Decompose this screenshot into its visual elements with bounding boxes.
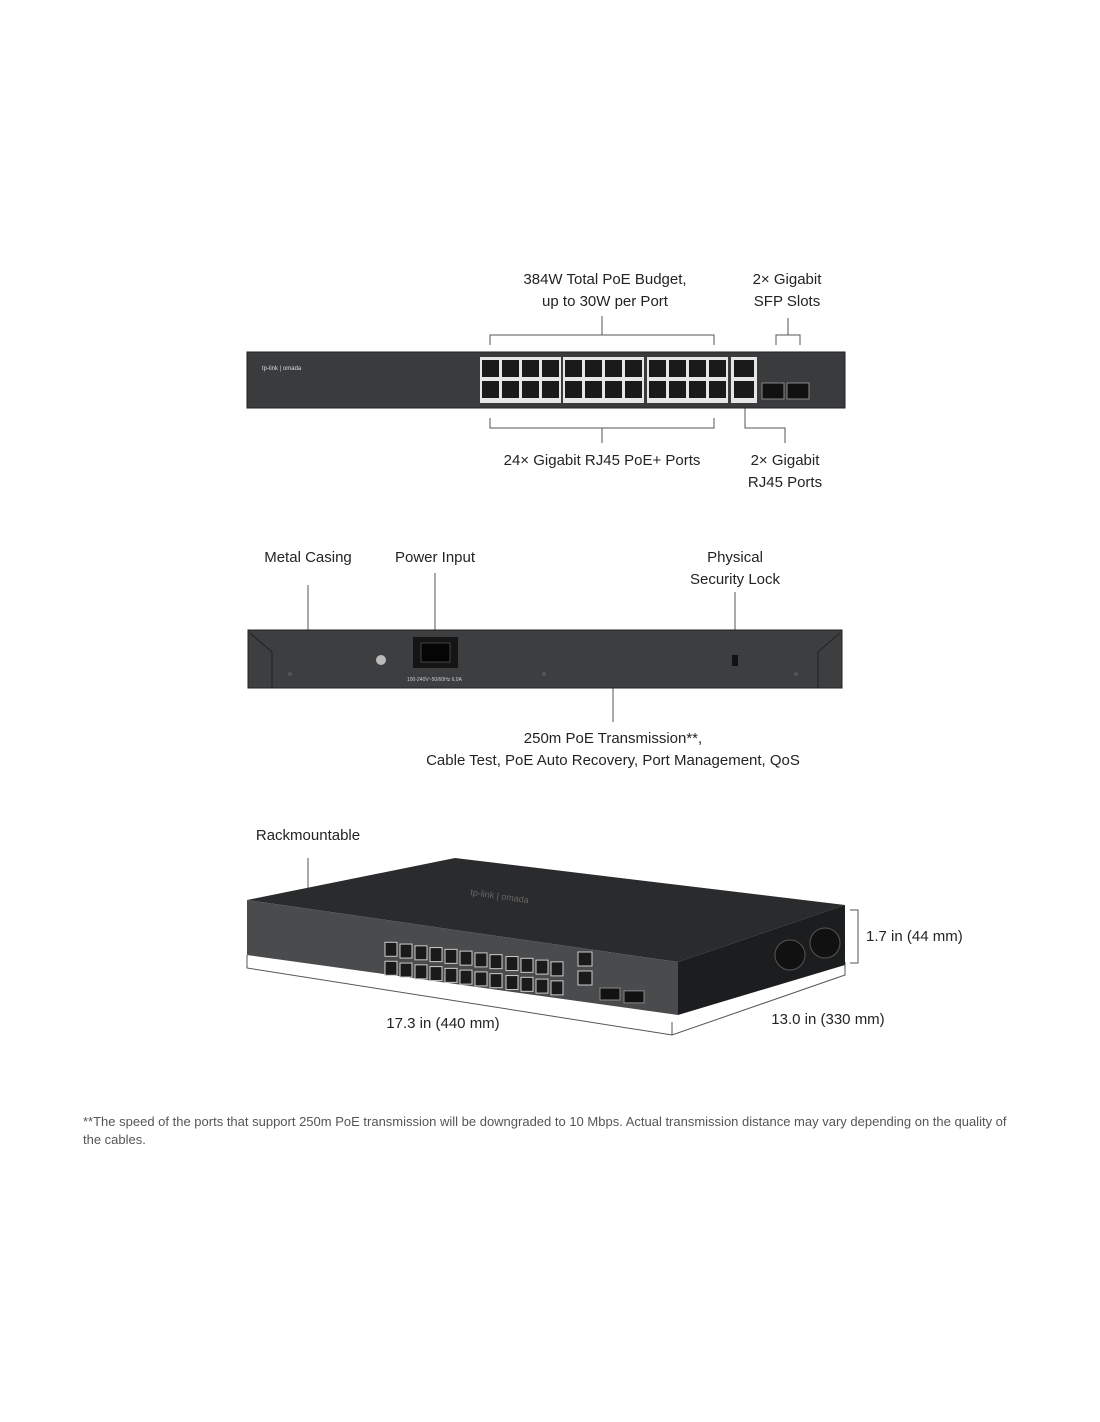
power-input-label: Power Input — [394, 549, 476, 566]
rj45-port — [734, 360, 754, 377]
rj45-poe-port — [585, 381, 602, 398]
poe-budget-label: 384W Total PoE Budget,up to 30W per Port — [523, 271, 687, 310]
rj45-poe-port — [489, 954, 503, 970]
rj45-poe-port — [550, 980, 564, 996]
isometric-switch: tp-link | omada — [247, 858, 845, 1015]
rj45-poe-port — [414, 964, 428, 980]
rj45-poe-port — [482, 360, 499, 377]
rj45-poe-port — [669, 360, 686, 377]
rj45-poe-port — [459, 969, 473, 985]
front-callout-lines — [489, 316, 801, 443]
rj45-poe-port — [689, 360, 706, 377]
rj45-poe-port — [709, 360, 726, 377]
rj45-poe-port — [669, 381, 686, 398]
rj45-poe-port — [482, 381, 499, 398]
rj45-port — [577, 951, 593, 967]
rj45-port — [577, 970, 593, 986]
rj45-poe-port — [605, 381, 622, 398]
svg-text:tp-link | omada: tp-link | omada — [262, 366, 302, 372]
sfp-slot — [786, 382, 810, 400]
sfp-slot — [599, 987, 621, 1001]
rj45-poe-port — [585, 360, 602, 377]
rj45-poe-port — [522, 381, 539, 398]
rj45-poe-port — [542, 360, 559, 377]
depth-dimension: 13.0 in (330 mm) — [771, 1011, 885, 1028]
sfp-slot — [761, 382, 785, 400]
rj45-poe-port — [649, 381, 666, 398]
sfp-slot — [623, 990, 645, 1004]
rj45-poe-port — [384, 960, 398, 976]
rj45-poe-port — [535, 959, 549, 975]
height-dimension: 1.7 in (44 mm) — [866, 928, 963, 945]
rj45-poe-port — [429, 966, 443, 982]
rj45-poe-port — [689, 381, 706, 398]
rj45-poe-port — [384, 941, 398, 957]
rj45-port — [734, 381, 754, 398]
rackmountable-label: Rackmountable — [255, 827, 361, 844]
rj45-poe-port — [459, 950, 473, 966]
iso-dimension-lines — [246, 858, 859, 1036]
rj45-poe-port — [429, 947, 443, 963]
width-dimension: 17.3 in (440 mm) — [386, 1015, 500, 1032]
rj45-poe-port — [502, 360, 519, 377]
rj45-poe-port — [489, 973, 503, 989]
rj45-poe-port — [505, 956, 519, 972]
rj45-poe-port — [649, 360, 666, 377]
rj45-poe-port — [625, 381, 642, 398]
rj45-poe-port — [502, 381, 519, 398]
rj45-poe-port — [535, 978, 549, 994]
rj45-poe-port — [399, 962, 413, 978]
security-lock-slot — [732, 655, 738, 666]
rj45-poe-port — [520, 976, 534, 992]
rj45-poe-port — [542, 381, 559, 398]
ground-icon — [376, 655, 386, 665]
features-label: 250m PoE Transmission**,Cable Test, PoE … — [426, 730, 800, 769]
rj45-poe-port — [414, 945, 428, 961]
rj45-poe-port — [520, 957, 534, 973]
rj45-poe-port — [474, 971, 488, 987]
front-panel-switch: tp-link | omada — [246, 351, 846, 409]
rj45-poe-port — [474, 952, 488, 968]
footnote: **The speed of the ports that support 25… — [83, 1114, 1007, 1147]
rj45-poe-port — [505, 975, 519, 991]
rj45-poe-port — [625, 360, 642, 377]
rj45-poe-port — [444, 948, 458, 964]
metal-casing-label: Metal Casing — [264, 549, 352, 566]
rj45-poe-port — [709, 381, 726, 398]
rj45-poe-port — [565, 360, 582, 377]
rj45-poe-port — [522, 360, 539, 377]
svg-text:100-240V~50/60Hz 6.0A: 100-240V~50/60Hz 6.0A — [407, 677, 463, 683]
rj45-poe-port — [399, 943, 413, 959]
rear-panel-switch: 100-240V~50/60Hz 6.0A — [247, 629, 843, 689]
rj45-poe-port — [605, 360, 622, 377]
rj45-poe-ports-label: 24× Gigabit RJ45 PoE+ Ports — [503, 452, 701, 469]
rj45-poe-port — [550, 961, 564, 977]
rj45-poe-port — [565, 381, 582, 398]
rj45-poe-port — [444, 967, 458, 983]
